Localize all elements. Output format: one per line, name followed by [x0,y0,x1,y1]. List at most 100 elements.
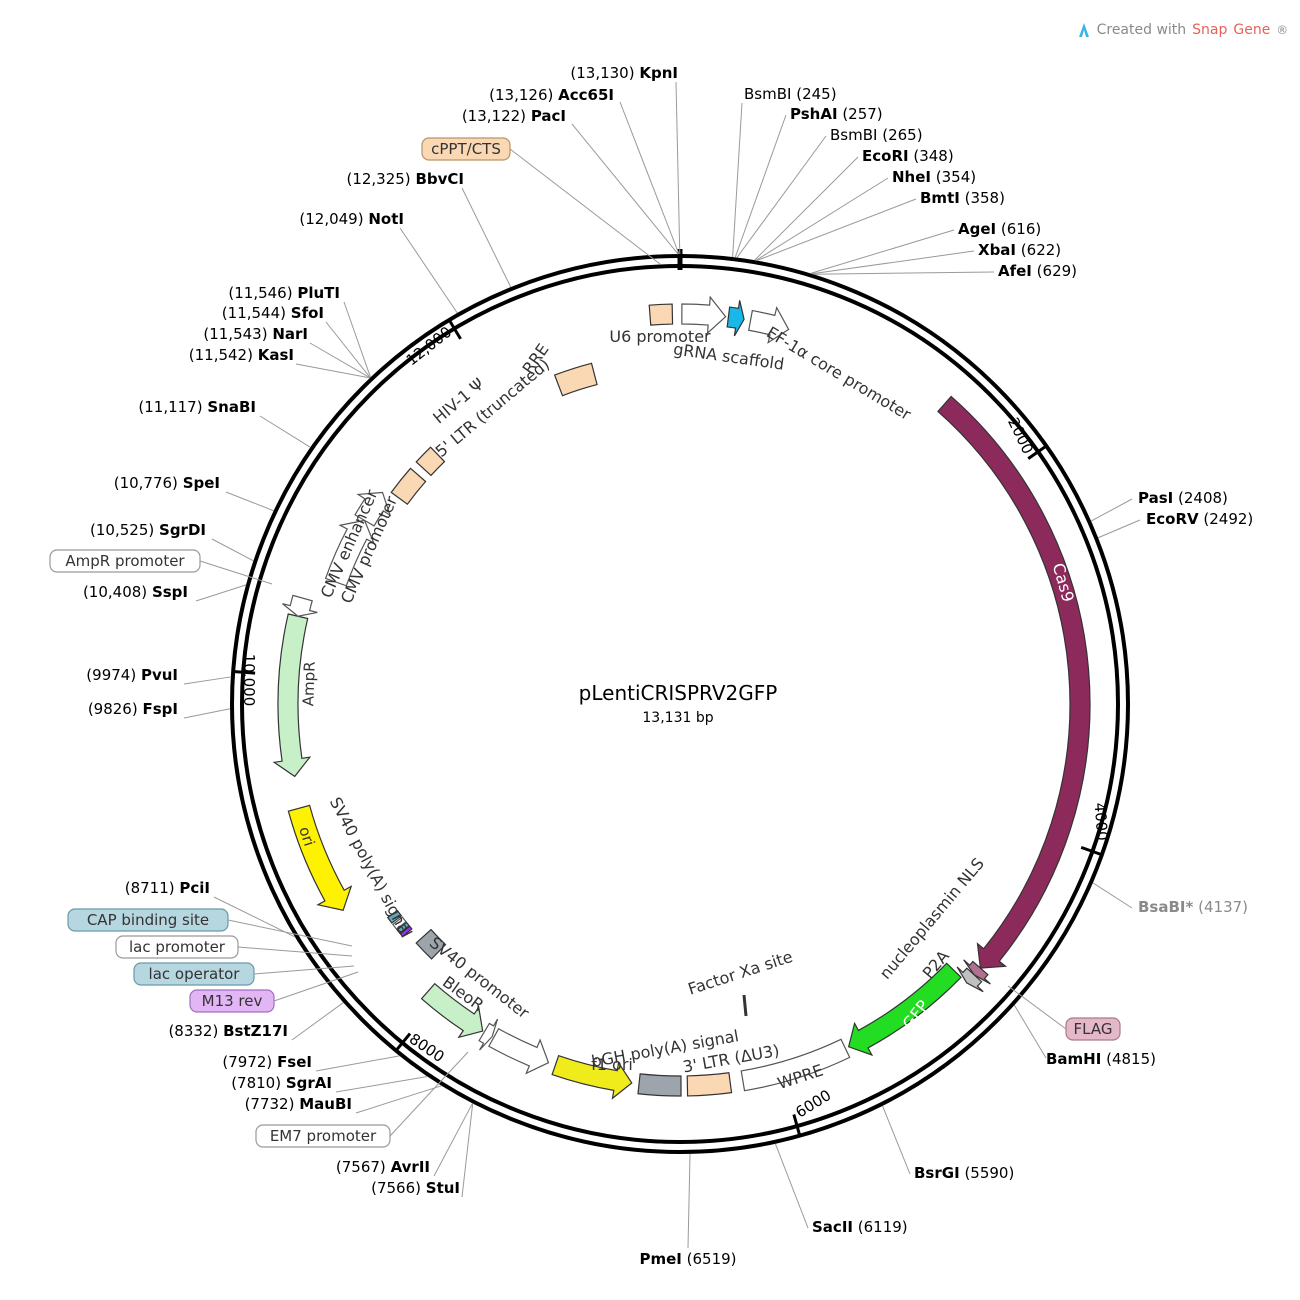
site-leader-ecori [754,156,859,261]
site-leader-bsabi [1092,882,1133,909]
box-label-m13-rev: M13 rev [202,992,263,1010]
site-name: SgrAI [286,1074,332,1092]
site-position: (358) [965,189,1005,207]
tick-mark [1027,444,1048,460]
site-leader-sgrai [335,1076,428,1093]
site-position: (11,543) [203,325,267,343]
tick-mark [792,1114,802,1137]
site-label-paci: (13,122) PacI [462,107,566,125]
box-leader-lac-promoter [237,946,353,957]
site-label-bsabi: BsaBI* (4137) [1138,898,1248,916]
feature-lac-promoter [392,916,407,931]
site-label-bmti: BmtI (358) [920,189,1005,207]
site-leader-bmti [756,198,917,262]
site-leader-maubi [355,1085,442,1114]
site-label-fsei: (7972) FseI [222,1053,312,1071]
site-name: PshAI [790,105,838,123]
feature-ampr-promoter [282,594,318,617]
site-name: BsmBI [744,85,791,103]
site-leader-bsrgi [882,1105,911,1175]
box-label-cppt-cts: cPPT/CTS [431,140,501,158]
box-em7-promoter [255,1124,391,1148]
site-name: KpnI [639,64,678,82]
site-leader-bstz17i [291,1002,344,1041]
site-position: (13,130) [570,64,634,82]
site-name: XbaI [978,241,1016,259]
site-position: (10,408) [83,583,147,601]
site-leader-fsei [315,1055,400,1072]
feature-sv40-promoter [488,1027,550,1075]
feature-nucleoplasmin-nls [963,959,991,985]
site-position: (6519) [687,1250,737,1268]
site-position: (2492) [1203,510,1253,528]
site-label-nari: (11,543) NarI [203,325,308,343]
credit-brand2: Gene [1233,22,1271,38]
feature-label-ef-1-core-promoter: EF-1α core promoter [763,323,914,424]
feature-label-factor-xa-site: Factor Xa site [686,947,795,999]
feature-ori [287,804,353,911]
box-label-lac-operator: lac operator [149,965,241,983]
site-name: SfoI [291,304,324,322]
feature-5-ltr-truncated [390,467,427,506]
site-position: (11,117) [138,398,202,416]
site-label-fspi: (9826) FspI [88,700,178,718]
box-leader-ampr-promoter [199,560,273,585]
site-name: PmeI [639,1250,681,1268]
feature-3-ltr-u3 [686,1072,733,1097]
box-lac-promoter [115,935,239,959]
site-label-ecori: EcoRI (348) [862,147,954,165]
site-position: (616) [1001,220,1041,238]
feature-wpre [740,1038,851,1092]
site-name: FseI [277,1053,312,1071]
box-cap-binding-site [67,908,229,932]
site-leader-bsmbi [732,102,743,258]
site-position: (10,776) [114,474,178,492]
site-name: BstZ17I [223,1022,288,1040]
site-label-spei: (10,776) SpeI [114,474,220,492]
box-ampr-promoter [49,549,201,573]
site-position: (13,122) [462,107,526,125]
factor-xa-site-mark [742,994,748,1017]
site-label-bamhi: BamHI (4815) [1046,1050,1156,1068]
site-leader-afei [813,271,995,275]
site-label-maubi: (7732) MauBI [245,1095,352,1113]
site-position: (9826) [88,700,138,718]
site-name: BmtI [920,189,960,207]
site-label-bstz17i: (8332) BstZ17I [168,1022,288,1040]
box-flag [1065,1017,1121,1041]
feature-label-ori: ori [295,824,318,848]
site-label-stui: (7566) StuI [371,1179,460,1197]
site-position: (7972) [222,1053,272,1071]
site-label-bsmbi: BsmBI (265) [830,126,923,144]
box-label-flag: FLAG [1074,1020,1113,1038]
site-name: MauBI [299,1095,352,1113]
site-label-kpni: (13,130) KpnI [570,64,678,82]
site-label-agei: AgeI (616) [958,220,1041,238]
site-name: BsrGI [914,1164,960,1182]
site-leader-ecorv [1097,519,1141,539]
box-label-lac-promoter: lac promoter [129,938,226,956]
box-label-em7-promoter: EM7 promoter [270,1127,377,1145]
site-label-sgrai: (7810) SgrAI [231,1074,332,1092]
feature-cmv-promoter [354,491,392,527]
site-position: (257) [842,105,882,123]
site-name: EcoRV [1146,510,1199,528]
site-position: (4815) [1106,1050,1156,1068]
site-leader-pcii [213,896,296,938]
site-position: (5590) [964,1164,1014,1182]
site-position: (622) [1021,241,1061,259]
tick-label: 2000 [1004,415,1037,457]
site-leader-spei [225,491,274,512]
site-label-kasi: (11,542) KasI [189,346,294,364]
feature-bgh-poly-a-signal [637,1073,682,1097]
site-leader-bbvci [461,187,512,288]
feature-bleor [420,982,484,1039]
feature-label-ampr: AmpR [299,661,319,706]
feature-lac-operator [396,921,410,935]
feature-f1-ori [551,1054,633,1100]
snapgene-logo-icon [1078,23,1089,37]
site-leader-noti [399,227,458,314]
feature-hiv-1 [415,446,446,477]
site-leader-sgrdi [211,538,254,562]
